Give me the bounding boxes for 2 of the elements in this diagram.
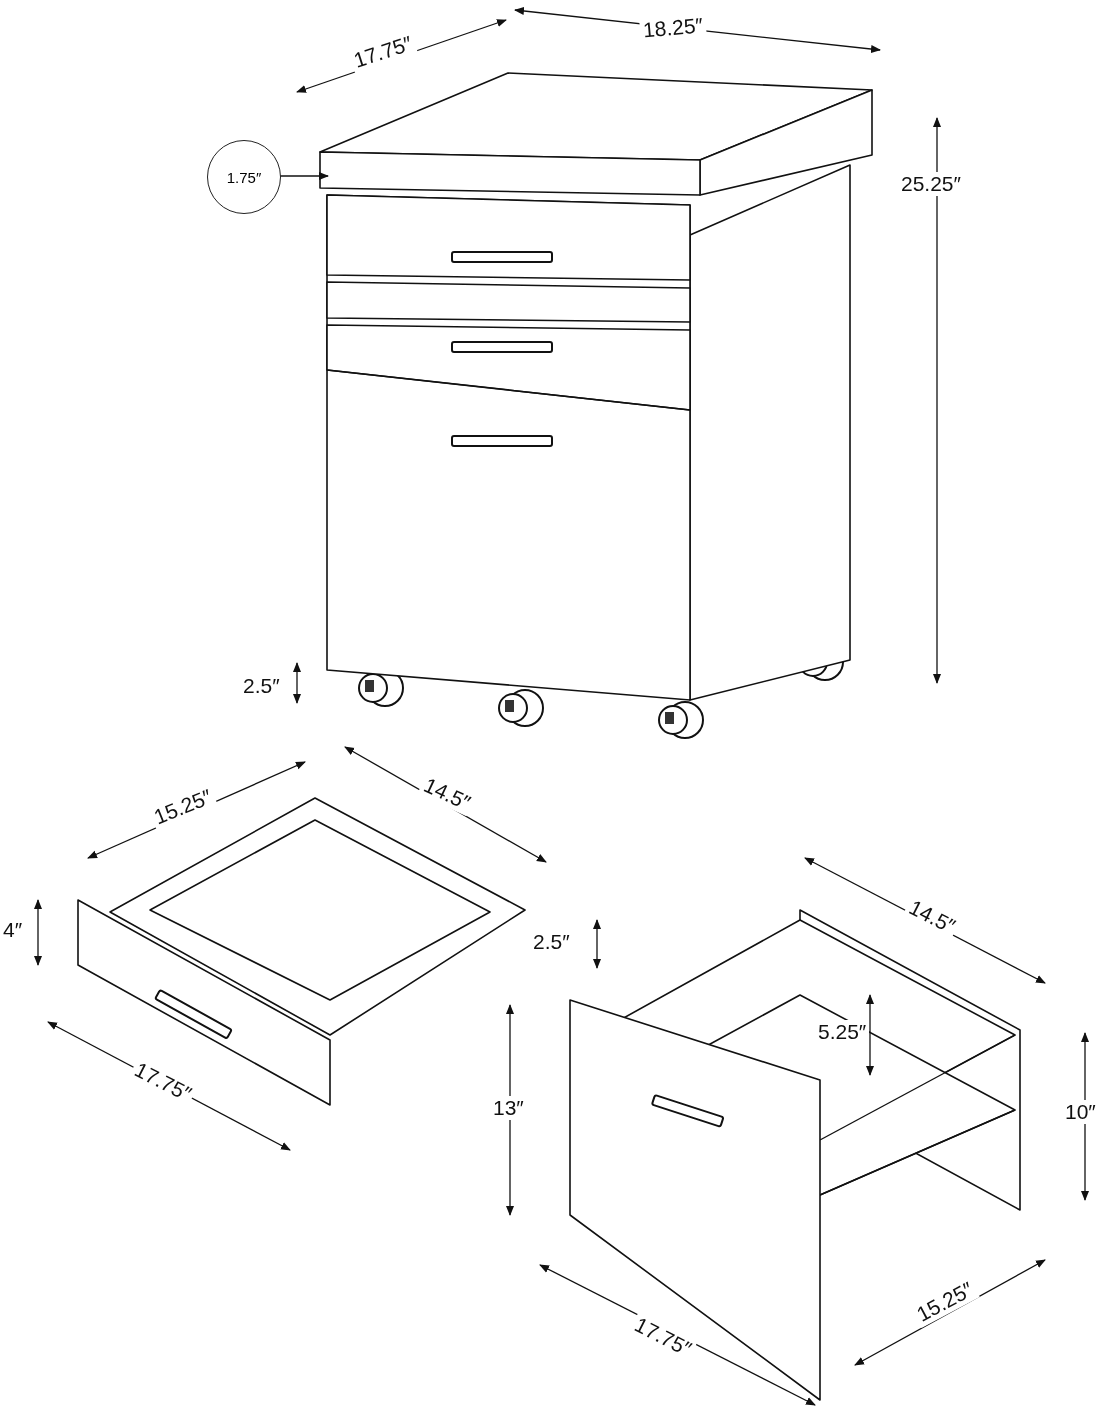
desktop-edge	[319, 151, 701, 196]
dimension-label: 1.75″	[226, 168, 262, 186]
